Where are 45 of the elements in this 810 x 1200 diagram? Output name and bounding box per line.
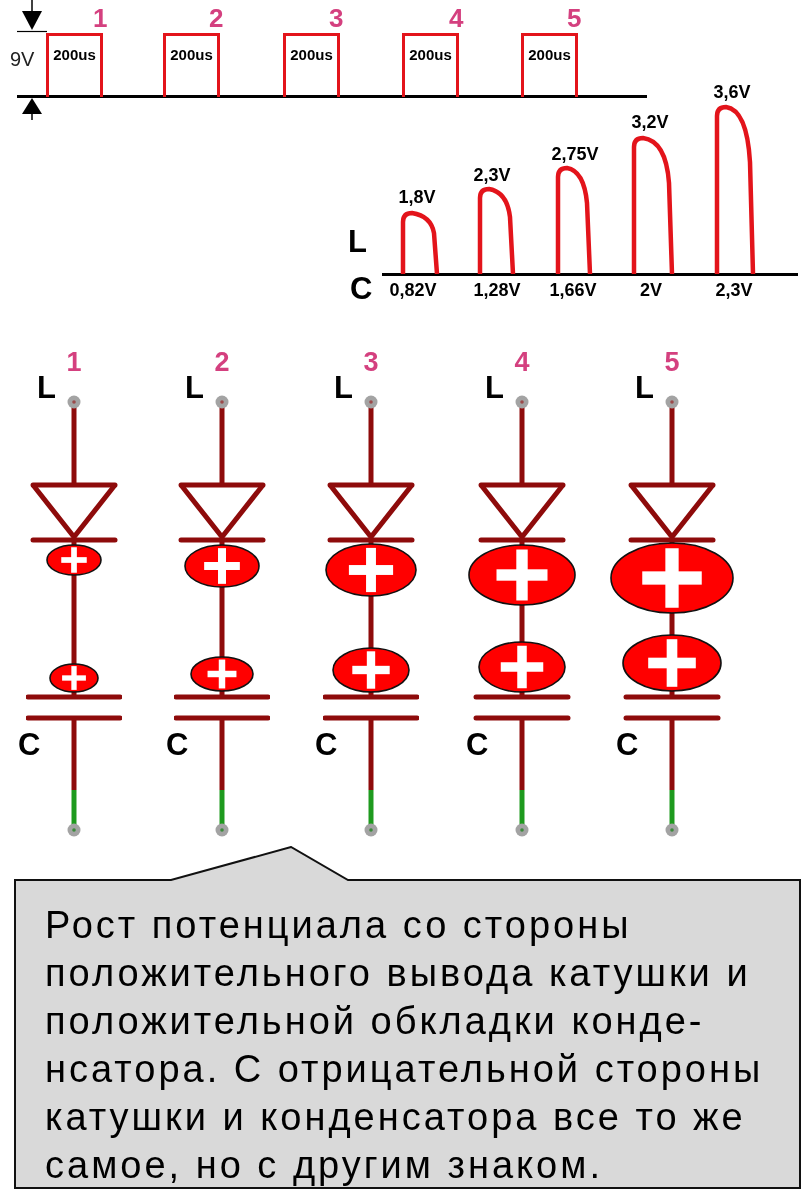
trace-label: L: [348, 226, 367, 257]
step-number: 2: [214, 349, 230, 376]
step-number: 3: [363, 349, 379, 376]
voltage-label: 3,2V: [631, 113, 669, 131]
terminal-label: C: [466, 729, 489, 760]
pulse-duration: 200us: [290, 47, 333, 62]
pulse-duration: 200us: [528, 47, 571, 62]
terminal-label: C: [315, 729, 338, 760]
terminal-label: C: [166, 729, 189, 760]
pulse-rect: [46, 33, 103, 97]
voltage-label: 1,28V: [473, 281, 521, 299]
voltage-label: 1,66V: [549, 281, 597, 299]
trace-label: C: [350, 273, 373, 304]
voltage-label: 0,82V: [389, 281, 437, 299]
step-number: 1: [93, 5, 108, 31]
voltage-label: 9V: [10, 49, 35, 69]
pulse-duration: 200us: [53, 47, 96, 62]
step-number: 5: [567, 5, 582, 31]
voltage-label: 3,6V: [713, 83, 751, 101]
terminal-label: L: [185, 372, 204, 403]
step-number: 5: [664, 349, 680, 376]
pulse-rect: [402, 33, 459, 97]
callout-bubble: [14, 846, 801, 1189]
voltage-label: 2,75V: [551, 145, 599, 163]
terminal-label: L: [485, 372, 504, 403]
pulse-rect: [163, 33, 220, 97]
step-number: 1: [66, 349, 82, 376]
terminal-label: L: [635, 372, 654, 403]
terminal-label: C: [616, 729, 639, 760]
step-number: 4: [449, 5, 464, 31]
voltage-label: 2V: [640, 281, 662, 299]
pulse-duration: 200us: [170, 47, 213, 62]
voltage-label: 2,3V: [715, 281, 753, 299]
step-number: 4: [514, 349, 530, 376]
step-number: 2: [209, 5, 224, 31]
step-number: 3: [329, 5, 344, 31]
voltage-label: 1,8V: [398, 188, 436, 206]
terminal-label: C: [18, 729, 41, 760]
callout-text: Рост потенциала со стороны положительного вывода катушки и положительной обкладки конде- нсатора. С отрицательной стороны катушки и конденсатора все то же самое, но с другим знаком.: [45, 903, 765, 1188]
terminal-label: L: [334, 372, 353, 403]
terminal-label: L: [37, 372, 56, 403]
voltage-label: 2,3V: [473, 166, 511, 184]
pulse-rect: [521, 33, 578, 97]
pulse-duration: 200us: [409, 47, 452, 62]
pulse-rect: [283, 33, 340, 97]
